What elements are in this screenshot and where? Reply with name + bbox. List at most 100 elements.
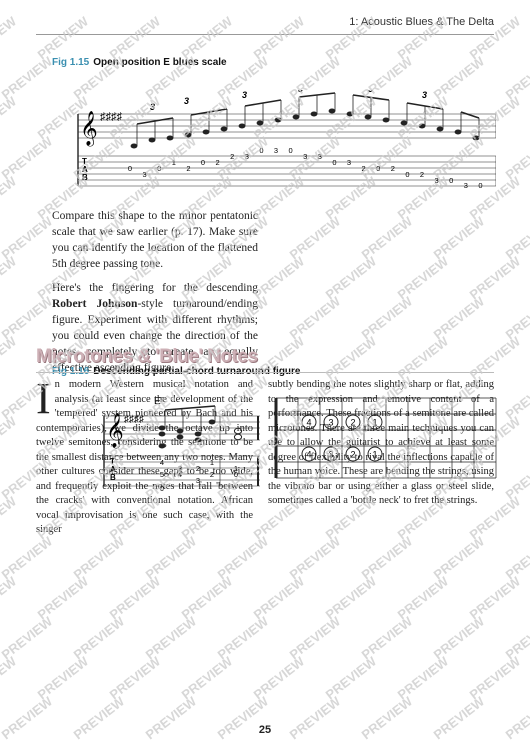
finger-number: 1 bbox=[372, 418, 377, 428]
tab-fret-number: 3 bbox=[464, 181, 468, 190]
chord-notes bbox=[158, 419, 243, 449]
finger-circle-icon bbox=[323, 414, 339, 430]
tab-fret-number: 1 bbox=[234, 464, 238, 473]
tab-letter: T bbox=[110, 457, 115, 466]
watermark-word: PREVIEW bbox=[287, 213, 344, 262]
para2-before: Here's the fingering for the descending bbox=[52, 282, 258, 294]
watermark-word: PREVIEW bbox=[251, 253, 308, 302]
tab-fret-number: 3 bbox=[435, 176, 439, 185]
watermark-word: PREVIEW bbox=[503, 293, 530, 342]
watermark-word: PREVIEW bbox=[35, 653, 92, 702]
watermark-word: PREVIEW bbox=[503, 613, 530, 662]
triplet-mark: 3 bbox=[242, 90, 247, 100]
watermark-word: PREVIEW bbox=[431, 533, 488, 582]
triplet-mark: 3 bbox=[368, 90, 373, 94]
tab-fret-number: 4 bbox=[160, 458, 164, 467]
watermark-word: PREVIEW bbox=[431, 293, 488, 342]
watermark-word: PREVIEW bbox=[287, 613, 344, 662]
tab-fret-number: 0 bbox=[234, 470, 238, 479]
watermark-word: PREVIEW bbox=[0, 133, 56, 182]
watermark-word: PREVIEW bbox=[323, 253, 380, 302]
paragraph-text: Compare this shape to the minor pentaton… bbox=[52, 210, 258, 270]
column-right-text: subtly bending the notes slightly sharp … bbox=[268, 379, 494, 506]
tab-fret-number: 0 bbox=[201, 158, 205, 167]
tab-fret-number: 3 bbox=[318, 152, 322, 161]
finger-circle-icon bbox=[367, 446, 383, 462]
finger-circle-icon bbox=[345, 446, 361, 462]
treble-clef-icon: 𝄞 bbox=[106, 413, 124, 449]
tab-fret-number: 0 bbox=[157, 164, 161, 173]
watermark-word: PREVIEW bbox=[395, 253, 452, 302]
watermark-word: PREVIEW bbox=[0, 573, 20, 622]
tab-fret-number: 2 bbox=[186, 164, 190, 173]
tab-fret-number: 3 bbox=[143, 170, 147, 179]
watermark-word: PREVIEW bbox=[0, 293, 56, 342]
tab-fret-number: 2 bbox=[216, 158, 220, 167]
chord-symbol: E⁷ bbox=[154, 396, 165, 407]
scale-notes bbox=[130, 108, 480, 149]
watermark-word: PREVIEW bbox=[107, 13, 164, 62]
watermark-word: PREVIEW bbox=[0, 253, 20, 302]
watermark-word: PREVIEW bbox=[71, 613, 128, 662]
watermark-word: PREVIEW bbox=[359, 213, 416, 262]
watermark-word: PREVIEW bbox=[467, 253, 524, 302]
watermark-word: PREVIEW bbox=[0, 493, 20, 542]
key-signature-icon: ♯♯♯♯ bbox=[124, 414, 144, 425]
finger-number: 1 bbox=[372, 450, 377, 460]
watermark-word: PREVIEW bbox=[503, 133, 530, 182]
watermark-word: PREVIEW bbox=[395, 653, 452, 702]
watermark-word: PREVIEW bbox=[0, 53, 56, 102]
tab-fret-number: 4 bbox=[178, 470, 182, 479]
watermark-word: PREVIEW bbox=[0, 173, 20, 222]
watermark-word: PREVIEW bbox=[395, 573, 452, 622]
watermark-word: PREVIEW bbox=[359, 533, 416, 582]
watermark-word: PREVIEW bbox=[71, 533, 128, 582]
finger-number: 4 bbox=[306, 450, 311, 460]
tab-fret-number: 2 bbox=[230, 152, 234, 161]
tab-fret-number: 0 bbox=[160, 484, 164, 493]
watermark-word: PREVIEW bbox=[107, 573, 164, 622]
fig-1-15-notation: 𝄞 ♯♯♯♯ 3 3 3 3 3 3 TAB 03012022303033032… bbox=[77, 90, 496, 190]
watermark-word: PREVIEW bbox=[503, 533, 530, 582]
fig-1-16-title: Descending partial-chord turnaround figu… bbox=[93, 366, 300, 377]
watermark-word: PREVIEW bbox=[215, 533, 272, 582]
page-number: 25 bbox=[258, 724, 272, 736]
watermark-word: PREVIEW bbox=[0, 333, 20, 382]
tab-clef: TAB bbox=[110, 457, 116, 482]
tab-clef: TAB bbox=[82, 157, 88, 182]
finger-number: 2 bbox=[350, 418, 355, 428]
tab-letter: B bbox=[82, 173, 88, 182]
tab-fret-number: 2 bbox=[210, 470, 214, 479]
watermark-word: PREVIEW bbox=[215, 613, 272, 662]
tab-fret-number: 3 bbox=[347, 158, 351, 167]
tab-fret-number: 0 bbox=[259, 146, 263, 155]
header-rule bbox=[36, 34, 494, 35]
finger-circle-icon bbox=[345, 414, 361, 430]
tab-fret-number: 1 bbox=[172, 158, 176, 167]
paragraph-robert-johnson: Here's the fingering for the descending … bbox=[52, 280, 258, 376]
watermark-word: PREVIEW bbox=[251, 573, 308, 622]
watermark-word: PREVIEW bbox=[323, 653, 380, 702]
watermark-word: PREVIEW bbox=[179, 653, 236, 702]
key-signature-icon: ♯♯♯♯ bbox=[100, 111, 123, 123]
watermark-word: PREVIEW bbox=[467, 653, 524, 702]
triplet-mark: 3 bbox=[422, 90, 427, 100]
watermark-word: PREVIEW bbox=[503, 373, 530, 422]
watermark-word: PREVIEW bbox=[0, 413, 20, 462]
watermark-word: PREVIEW bbox=[287, 293, 344, 342]
triplet-mark: 3 bbox=[150, 102, 155, 112]
watermark-word: PREVIEW bbox=[35, 573, 92, 622]
watermark-word: PREVIEW bbox=[0, 213, 56, 262]
watermark-word: PREVIEW bbox=[0, 93, 20, 142]
watermark-word: PREVIEW bbox=[467, 573, 524, 622]
tab-letter: A bbox=[110, 465, 116, 474]
tab-fret-number: 2 bbox=[420, 170, 424, 179]
column-left-text: n modern Western musical notation and an… bbox=[36, 379, 253, 535]
finger-number: 4 bbox=[306, 418, 311, 428]
fig-1-15-number: Fig 1.15 bbox=[52, 57, 90, 68]
section-heading: Microtones & 'Blue' Notes bbox=[36, 346, 258, 367]
tab-letter: T bbox=[82, 157, 87, 166]
